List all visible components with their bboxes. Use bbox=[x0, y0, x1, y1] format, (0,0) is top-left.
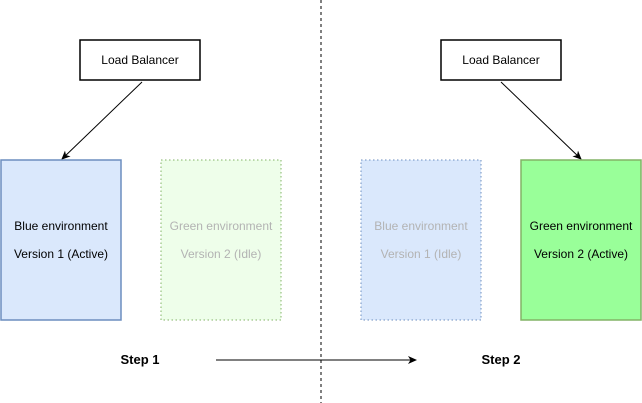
step1-blue-environment-version: Version 1 (Active) bbox=[14, 247, 108, 261]
step2-load-balancer-box bbox=[440, 39, 562, 81]
step1-green-environment-version: Version 2 (Idle) bbox=[181, 247, 262, 261]
step2-traffic-arrow bbox=[500, 81, 582, 160]
step2-green-environment-title: Green environment bbox=[530, 219, 633, 233]
step2-blue-environment-title: Blue environment bbox=[374, 219, 468, 233]
step1-traffic-arrow bbox=[61, 81, 143, 160]
step2-load-balancer: Load Balancer bbox=[440, 39, 562, 81]
step2-green-environment-box bbox=[520, 159, 642, 321]
step2-load-balancer-label: Load Balancer bbox=[462, 53, 539, 67]
step2-green-environment-version: Version 2 (Active) bbox=[534, 247, 628, 261]
step1-load-balancer: Load Balancer bbox=[79, 39, 201, 81]
step1-blue-environment-title: Blue environment bbox=[14, 219, 108, 233]
step1-green-environment-box bbox=[160, 159, 282, 321]
step2-label: Step 2 bbox=[481, 352, 520, 367]
step1-blue-environment: Blue environment Version 1 (Active) bbox=[0, 159, 122, 321]
step1-label: Step 1 bbox=[120, 352, 159, 367]
step2-blue-environment-version: Version 1 (Idle) bbox=[381, 247, 462, 261]
step1-green-environment: Green environment Version 2 (Idle) bbox=[160, 159, 282, 321]
step1-green-environment-title: Green environment bbox=[170, 219, 273, 233]
step1-load-balancer-box bbox=[79, 39, 201, 81]
step2-blue-environment: Blue environment Version 1 (Idle) bbox=[360, 159, 482, 321]
step2-blue-environment-box bbox=[360, 159, 482, 321]
step1-blue-environment-box bbox=[0, 159, 122, 321]
step1-load-balancer-label: Load Balancer bbox=[101, 53, 178, 67]
step2-green-environment: Green environment Version 2 (Active) bbox=[520, 159, 642, 321]
step2-panel: Load Balancer Blue environment Version 1… bbox=[360, 39, 642, 367]
step1-panel: Load Balancer Blue environment Version 1… bbox=[0, 39, 282, 367]
